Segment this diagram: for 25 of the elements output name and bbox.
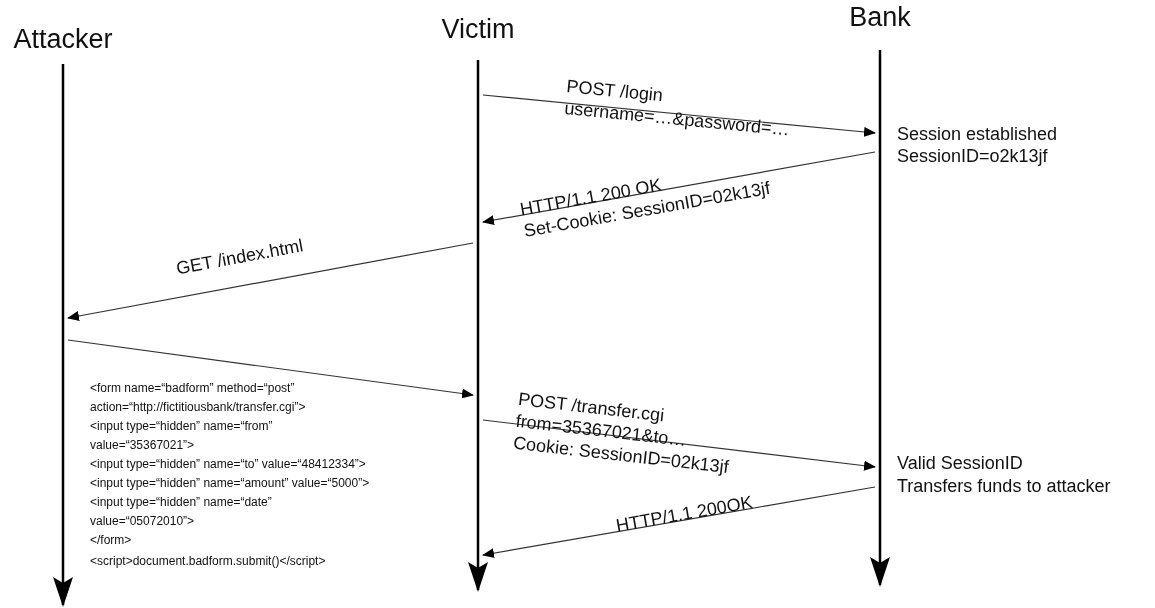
code-line: <input type=“hidden” name=“date”	[90, 495, 272, 509]
participant-name: Victim	[441, 14, 515, 45]
message-label: HTTP/1.1 200OK	[614, 490, 755, 537]
note-text: SessionID=o2k13jf	[897, 146, 1048, 167]
code-line: <script>document.badform.submit()</script>	[90, 554, 326, 568]
note-text: Transfers funds to attacker	[897, 476, 1111, 497]
code-line: <input type=“hidden” name=“amount” value=“5000”>	[90, 476, 370, 490]
participant-name: Attacker	[13, 24, 113, 55]
code-line: value=“05072010”>	[90, 514, 195, 528]
code-line: action=“http://fictitiousbank/transfer.cgi”>	[90, 400, 306, 414]
message-arrow	[67, 339, 474, 399]
note-text: Session established	[897, 124, 1058, 145]
message-arrow	[482, 151, 876, 225]
note-text: Valid SessionID	[897, 453, 1023, 474]
participant-name: Bank	[849, 2, 911, 33]
code-line: <input type=“hidden” name=“from”	[90, 419, 273, 433]
message-arrow	[482, 419, 876, 471]
message-arrow	[482, 94, 876, 137]
code-line: <form name=“badform” method=“post”	[90, 381, 295, 395]
message-arrow	[482, 486, 876, 559]
message-arrow	[67, 242, 474, 321]
message-label: GET /index.html	[174, 234, 306, 280]
code-line: <input type=“hidden” name=“to” value=“48412334”>	[90, 457, 366, 471]
code-line: value=“35367021”>	[90, 438, 195, 452]
code-line: </form>	[90, 533, 132, 547]
